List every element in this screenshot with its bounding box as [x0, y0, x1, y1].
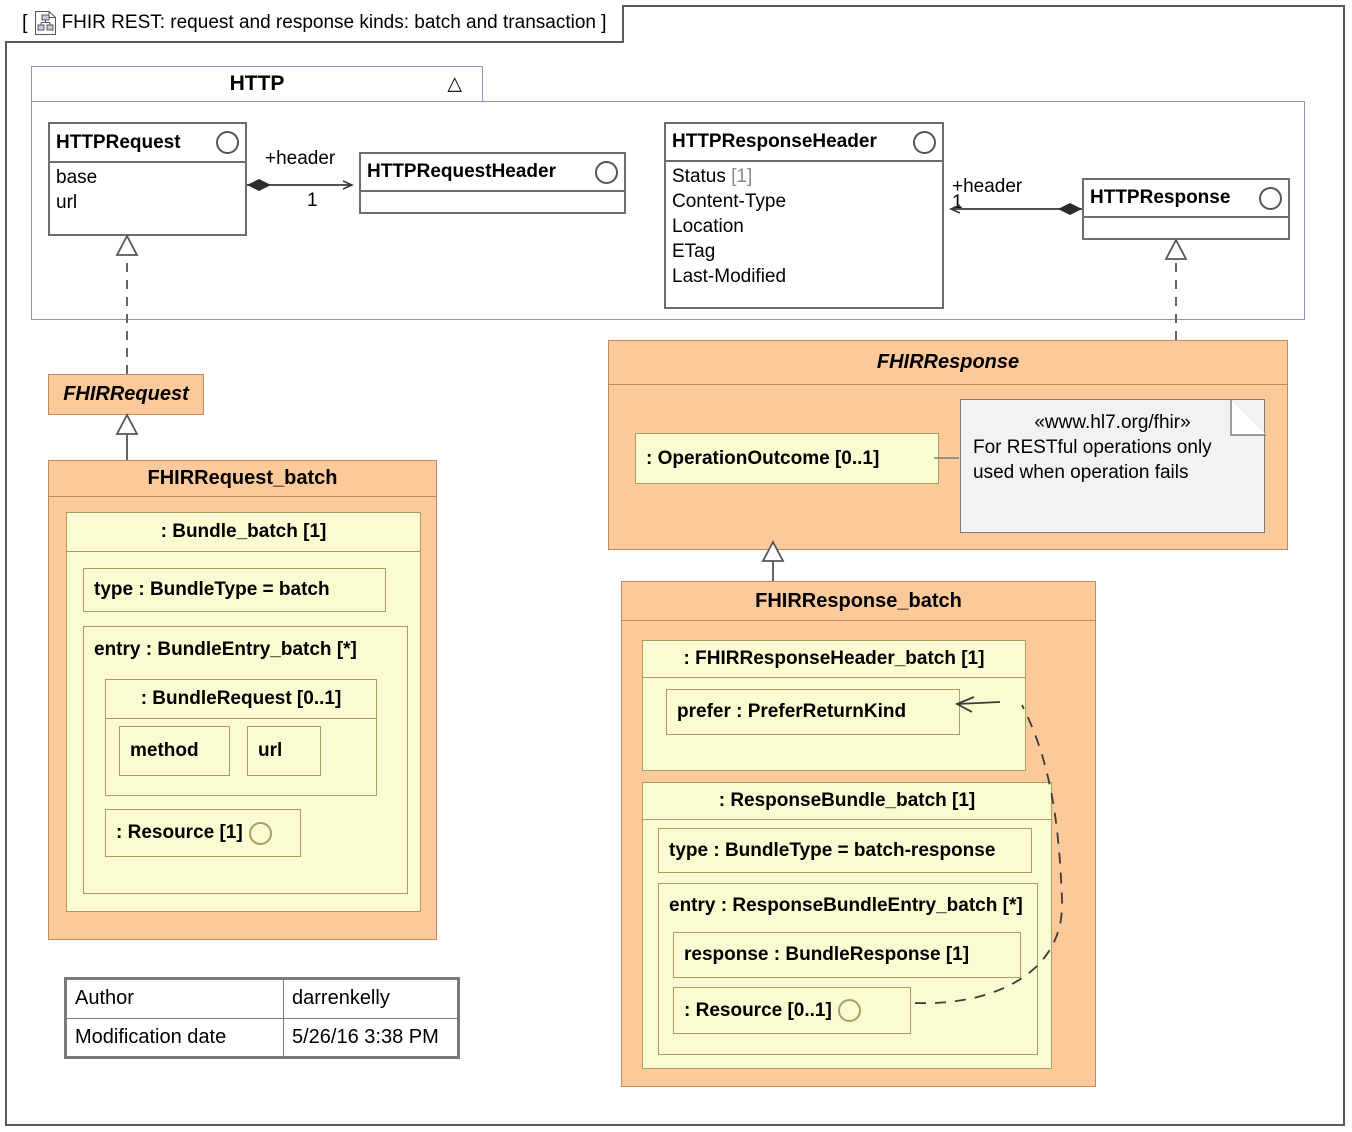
part-operation-outcome-label: : OperationOutcome [0..1] — [636, 434, 938, 483]
note-line-2: used when operation fails — [973, 460, 1252, 485]
diagram-title-tab: [ FHIR REST: request and response kinds:… — [5, 5, 624, 43]
metadata-table: Author darrenkelly Modification date 5/2… — [64, 977, 460, 1059]
attribute-etag: ETag — [672, 239, 936, 264]
part-resource-response-label: : Resource [0..1] — [674, 988, 910, 1033]
class-fhir-response-name: FHIRResponse — [609, 341, 1287, 385]
part-fhir-response-header-batch[interactable]: : FHIRResponseHeader_batch [1] prefer : … — [642, 640, 1026, 771]
attribute-location: Location — [672, 214, 936, 239]
metadata-value-author: darrenkelly — [284, 980, 458, 1019]
assoc-request-header-multiplicity: 1 — [307, 190, 318, 212]
prop-type-bundletype-batch-response[interactable]: type : BundleType = batch-response — [658, 828, 1032, 873]
class-http-response-header-title: HTTPResponseHeader — [666, 124, 942, 162]
prop-type-bundletype-batch-response-label: type : BundleType = batch-response — [659, 829, 1031, 872]
class-http-request-header-class[interactable]: HTTPRequestHeader — [359, 152, 626, 214]
metadata-label-modification-date: Modification date — [67, 1018, 284, 1057]
prop-type-bundletype-batch[interactable]: type : BundleType = batch — [83, 568, 386, 612]
attribute-base: base — [56, 165, 239, 190]
assoc-request-header-role: +header — [265, 148, 335, 170]
class-http-request[interactable]: HTTPRequest base url — [48, 122, 247, 236]
class-fhir-request-batch[interactable]: FHIRRequest_batch : Bundle_batch [1] typ… — [48, 460, 437, 940]
class-fhir-request[interactable]: FHIRRequest — [48, 374, 204, 415]
collapse-triangle-icon[interactable]: △ — [447, 73, 462, 96]
part-bundle-batch[interactable]: : Bundle_batch [1] type : BundleType = b… — [66, 512, 421, 912]
class-fhir-response-batch[interactable]: FHIRResponse_batch : FHIRResponseHeader_… — [621, 581, 1096, 1087]
prop-type-bundletype-batch-label: type : BundleType = batch — [84, 569, 385, 611]
note-stereotype: «www.hl7.org/fhir» — [973, 410, 1252, 435]
diagram-title-text: FHIR REST: request and response kinds: b… — [62, 12, 596, 34]
class-fhir-request-name: FHIRRequest — [49, 375, 203, 414]
interface-circle-icon — [1259, 187, 1282, 210]
prop-url[interactable]: url — [247, 726, 321, 776]
part-entry-responsebundleentry-batch[interactable]: entry : ResponseBundleEntry_batch [*] re… — [658, 883, 1038, 1055]
package-http-tab: HTTP △ — [31, 66, 483, 102]
class-http-request-name: HTTPRequest — [56, 132, 181, 154]
table-row: Author darrenkelly — [67, 980, 458, 1019]
part-bundle-batch-label: : Bundle_batch [1] — [67, 513, 420, 552]
part-entry-bundleentry-batch[interactable]: entry : BundleEntry_batch [*] : BundleRe… — [83, 626, 408, 894]
prop-response-bundleresponse-label: response : BundleResponse [1] — [674, 933, 1020, 977]
prop-method[interactable]: method — [119, 726, 230, 776]
class-diagram-icon — [35, 11, 56, 35]
note-line-1: For RESTful operations only — [973, 435, 1252, 460]
attribute-last-modified: Last-Modified — [672, 264, 936, 289]
assoc-response-header-multiplicity: 1 — [952, 192, 963, 214]
bracket-open: [ — [22, 12, 28, 35]
class-fhir-response[interactable]: FHIRResponse : OperationOutcome [0..1] «… — [608, 340, 1288, 550]
part-resource-request-text: : Resource [1] — [116, 822, 243, 844]
table-row: Modification date 5/26/16 3:38 PM — [67, 1018, 458, 1057]
part-resource-response-text: : Resource [0..1] — [684, 1000, 832, 1022]
class-http-response-title: HTTPResponse — [1084, 180, 1288, 218]
class-http-response-name: HTTPResponse — [1090, 187, 1230, 209]
part-operation-outcome[interactable]: : OperationOutcome [0..1] — [635, 433, 939, 484]
prop-method-label: method — [120, 727, 229, 775]
interface-circle-icon — [216, 131, 239, 154]
attribute-status-multiplicity: [1] — [731, 166, 752, 187]
part-resource-request[interactable]: : Resource [1] — [105, 809, 301, 857]
interface-circle-icon — [249, 822, 272, 845]
attribute-status: Status [1] — [672, 164, 936, 189]
part-entry-bundleentry-batch-label: entry : BundleEntry_batch [*] — [84, 627, 407, 673]
note-hl7-reference[interactable]: «www.hl7.org/fhir» For RESTful operation… — [960, 399, 1265, 533]
part-fhir-response-header-batch-label: : FHIRResponseHeader_batch [1] — [643, 641, 1025, 678]
metadata-label-author: Author — [67, 980, 284, 1019]
prop-response-bundleresponse[interactable]: response : BundleResponse [1] — [673, 932, 1021, 978]
class-http-response[interactable]: HTTPResponse — [1082, 178, 1290, 240]
note-text: «www.hl7.org/fhir» For RESTful operation… — [961, 400, 1264, 485]
bracket-close: ] — [601, 12, 607, 35]
interface-circle-icon — [913, 131, 936, 154]
part-response-bundle-batch-label: : ResponseBundle_batch [1] — [643, 783, 1051, 820]
attribute-status-name: Status — [672, 166, 726, 187]
interface-circle-icon — [595, 161, 618, 184]
metadata-value-modification-date: 5/26/16 3:38 PM — [284, 1018, 458, 1057]
class-http-request-header-title: HTTPRequestHeader — [361, 154, 624, 192]
class-http-response-header[interactable]: HTTPResponseHeader Status [1] Content-Ty… — [664, 122, 944, 309]
class-http-request-header-name: HTTPRequestHeader — [367, 161, 556, 183]
attribute-url: url — [56, 190, 239, 215]
class-http-response-header-attributes: Status [1] Content-Type Location ETag La… — [666, 162, 942, 291]
class-http-request-attributes: base url — [50, 163, 245, 217]
part-bundle-request[interactable]: : BundleRequest [0..1] method url — [105, 679, 377, 796]
class-fhir-response-batch-name: FHIRResponse_batch — [622, 582, 1095, 621]
part-resource-request-label: : Resource [1] — [106, 810, 300, 856]
class-http-response-header-name: HTTPResponseHeader — [672, 131, 877, 153]
package-http-name: HTTP — [230, 72, 285, 96]
prop-prefer-preferreturnkind-label: prefer : PreferReturnKind — [667, 690, 959, 734]
attribute-content-type: Content-Type — [672, 189, 936, 214]
class-fhir-request-batch-name: FHIRRequest_batch — [49, 461, 436, 497]
class-http-request-header: HTTPRequest — [50, 124, 245, 163]
interface-circle-icon — [838, 999, 861, 1022]
part-response-bundle-batch[interactable]: : ResponseBundle_batch [1] type : Bundle… — [642, 782, 1052, 1069]
part-resource-response[interactable]: : Resource [0..1] — [673, 987, 911, 1034]
part-entry-responsebundleentry-batch-label: entry : ResponseBundleEntry_batch [*] — [659, 884, 1037, 928]
part-bundle-request-label: : BundleRequest [0..1] — [106, 680, 376, 719]
prop-prefer-preferreturnkind[interactable]: prefer : PreferReturnKind — [666, 689, 960, 735]
prop-url-label: url — [248, 727, 320, 775]
